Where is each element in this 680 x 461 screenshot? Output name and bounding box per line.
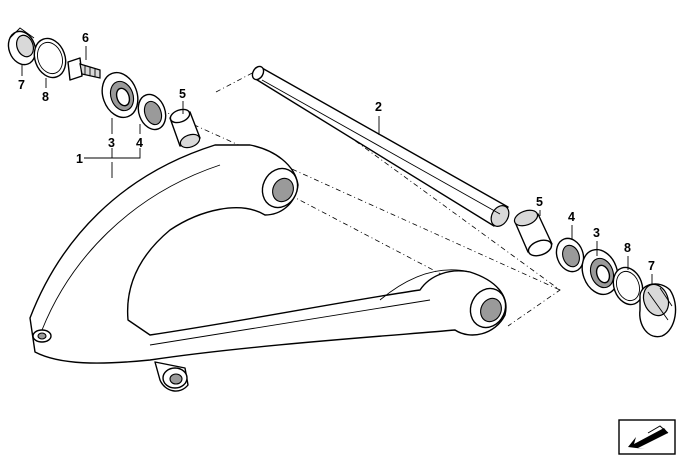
swing-arm [29,144,507,392]
right-cap-7 [639,283,677,338]
callout-8-left: 8 [42,90,49,104]
callout-6: 6 [82,31,89,45]
left-bearing-4 [137,93,167,131]
left-bolt-6 [67,57,101,81]
callout-5-right: 5 [536,195,543,209]
callout-8-right: 8 [624,241,631,255]
callout-3-right: 3 [593,226,600,240]
right-bearing-3 [581,248,619,296]
arrow-symbol-icon [618,419,676,455]
right-sleeve-5 [513,209,553,257]
callout-4-right: 4 [568,210,575,224]
left-ring-8 [33,37,67,79]
axis-lines [149,69,561,327]
callout-2: 2 [375,100,382,114]
left-sleeve-5 [169,108,201,149]
left-cap-7 [7,27,37,66]
leader-lines [21,46,653,284]
callout-7-right: 7 [648,259,655,273]
callout-labels: 1 2 3 4 5 6 7 8 5 4 3 8 7 [18,31,655,273]
axle-shaft [251,65,510,227]
right-bearing-4 [555,237,585,273]
callout-1: 1 [76,152,83,166]
callout-7-left: 7 [18,78,25,92]
callout-3-left: 3 [108,136,115,150]
right-ring-8 [612,266,644,306]
callout-4-left: 4 [136,136,143,150]
left-bearing-3 [101,71,139,119]
callout-5-left: 5 [179,87,186,101]
